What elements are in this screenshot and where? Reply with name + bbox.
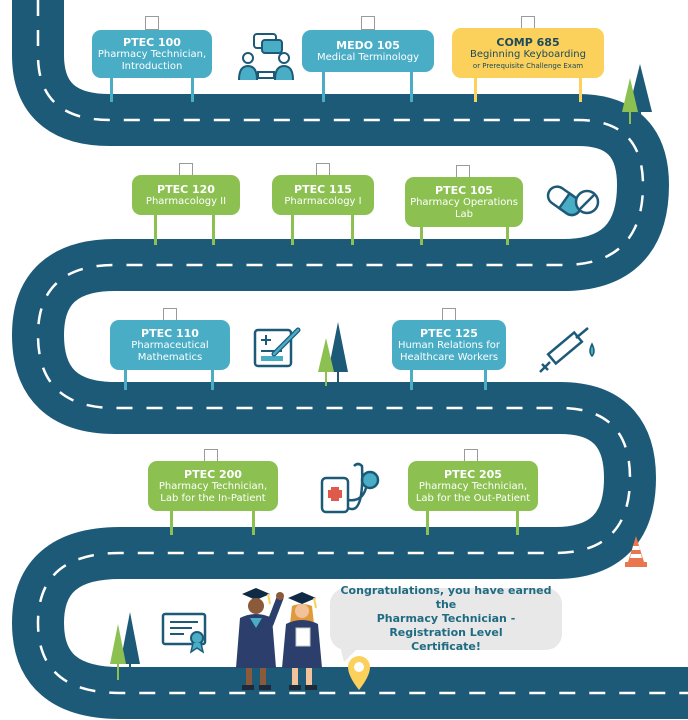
course-name-line: Pharmacy Technician, — [418, 480, 528, 492]
course-sign: PTEC 110 Pharmaceutical Mathematics — [110, 308, 230, 390]
pill-capsule-icon — [546, 185, 600, 217]
course-name-line: Lab — [454, 208, 474, 220]
completion-message-line: Certificate! — [411, 640, 481, 653]
course-code: PTEC 100 — [123, 35, 181, 49]
course-name-line: Healthcare Workers — [399, 351, 499, 363]
syringe-icon — [539, 327, 595, 373]
bubble-tail-icon — [340, 646, 360, 662]
discussion-icon — [238, 33, 294, 81]
course-sign: PTEC 100 Pharmacy Technician, Introducti… — [92, 16, 212, 102]
tree-icon — [318, 322, 348, 388]
course-code: PTEC 115 — [294, 182, 352, 196]
course-code: PTEC 200 — [184, 467, 242, 481]
course-code: PTEC 125 — [420, 326, 478, 340]
course-name-line: Medical Terminology — [316, 51, 420, 63]
course-sign: PTEC 105 Pharmacy Operations Lab — [405, 165, 523, 245]
graduates-icon — [236, 588, 322, 690]
course-name-line: Pharmacology II — [145, 195, 227, 207]
tree-icon — [110, 612, 140, 682]
location-pin-icon — [348, 656, 370, 690]
blood-pressure-icon — [320, 462, 380, 514]
course-name-line: Lab for the In-Patient — [160, 492, 266, 504]
course-checkbox[interactable] — [145, 16, 159, 30]
course-sign: COMP 685 Beginning Keyboarding or Prereq… — [452, 16, 604, 102]
course-code: MEDO 105 — [336, 38, 400, 52]
course-code: PTEC 120 — [157, 182, 215, 196]
course-code: PTEC 110 — [141, 326, 199, 340]
course-sign: MEDO 105 Medical Terminology — [302, 16, 434, 102]
completion-message-bubble: Congratulations, you have earned the Pha… — [330, 584, 562, 653]
course-name-line: Beginning Keyboarding — [470, 48, 586, 60]
course-name-line: Pharmacy Technician, — [97, 48, 207, 60]
certificate-icon — [161, 612, 207, 654]
course-sign: PTEC 115 Pharmacology I — [272, 163, 374, 245]
course-sign: PTEC 125 Human Relations for Healthcare … — [392, 308, 506, 390]
completion-message-line: Pharmacy Technician - Registration Level — [376, 612, 516, 639]
course-sign: PTEC 120 Pharmacology II — [132, 163, 240, 245]
course-name-line: Pharmacy Technician, — [158, 480, 268, 492]
course-code: PTEC 105 — [435, 183, 493, 197]
course-sign: PTEC 205 Pharmacy Technician, Lab for th… — [408, 449, 538, 535]
course-code: PTEC 205 — [444, 467, 502, 481]
course-note: or Prerequisite Challenge Exam — [472, 61, 584, 70]
course-name-line: Pharmacy Operations — [410, 196, 518, 208]
completion-message-line: Congratulations, you have earned the — [340, 584, 552, 611]
course-name-line: Human Relations for — [397, 339, 501, 351]
course-sign: PTEC 200 Pharmacy Technician, Lab for th… — [148, 449, 278, 535]
course-code: COMP 685 — [496, 35, 560, 49]
course-name-line: Introduction — [121, 60, 183, 72]
tree-icon — [622, 64, 652, 128]
notepad-pen-icon — [253, 327, 301, 368]
course-name-line: Lab for the Out-Patient — [415, 492, 531, 504]
course-name-line: Pharmaceutical — [131, 339, 209, 351]
course-name-line: Pharmacology I — [284, 195, 362, 207]
traffic-cone-icon — [625, 536, 647, 567]
course-checkbox[interactable] — [361, 16, 375, 30]
course-name-line: Mathematics — [137, 351, 203, 363]
